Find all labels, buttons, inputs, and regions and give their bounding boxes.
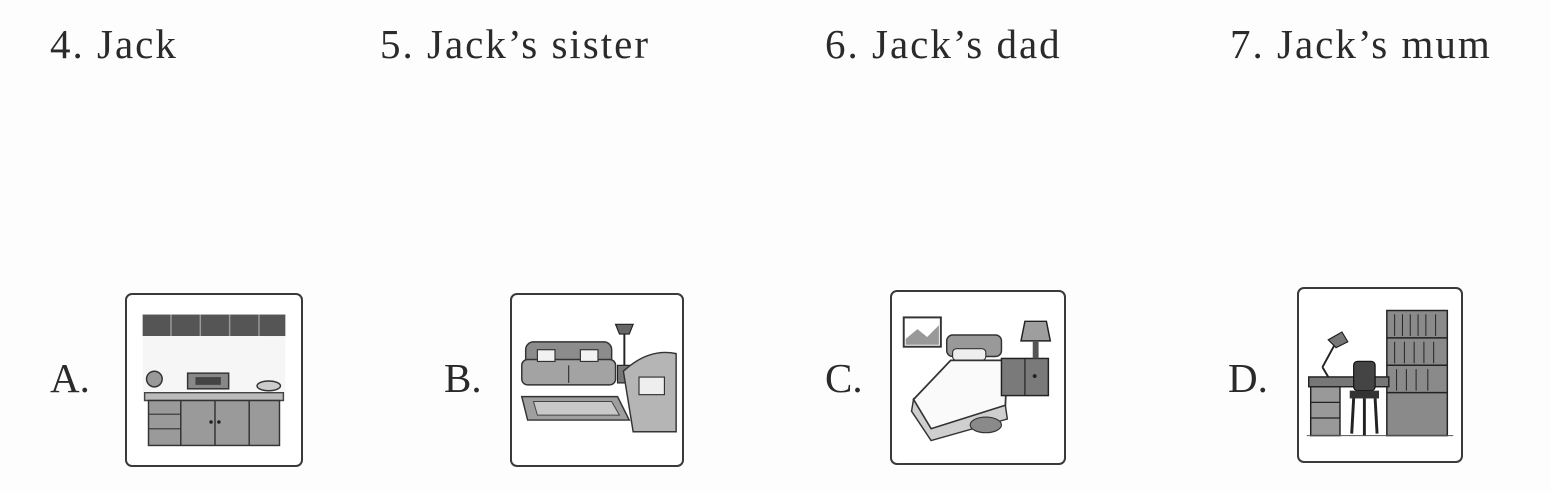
option-letter-c: C. bbox=[825, 355, 863, 401]
bedroom-picture bbox=[890, 290, 1066, 465]
option-letter-d: D. bbox=[1228, 355, 1268, 401]
person-label-jacks-sister: 5. Jack’s sister bbox=[380, 21, 650, 67]
person-label-jacks-dad: 6. Jack’s dad bbox=[825, 21, 1062, 67]
bedroom-illustration bbox=[902, 316, 1052, 442]
kitchen-illustration bbox=[142, 314, 286, 447]
person-label-jacks-mum: 7. Jack’s mum bbox=[1230, 21, 1492, 67]
kitchen-picture bbox=[125, 293, 303, 467]
living-room-illustration bbox=[520, 323, 677, 433]
study-illustration bbox=[1306, 309, 1454, 437]
person-label-jack: 4. Jack bbox=[50, 21, 178, 67]
option-letter-b: B. bbox=[444, 355, 482, 401]
study-picture bbox=[1297, 287, 1463, 463]
living-room-picture bbox=[510, 293, 684, 467]
option-letter-a: A. bbox=[50, 355, 90, 401]
